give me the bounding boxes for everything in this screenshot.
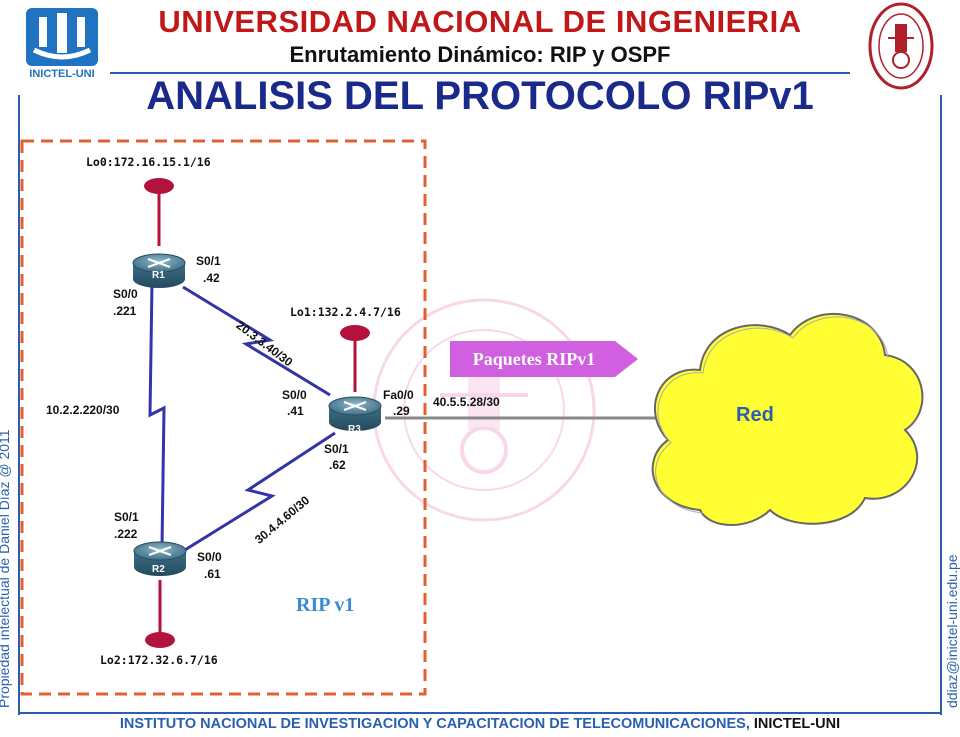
packet-tag-arrow — [450, 341, 638, 377]
left-frame-rule — [18, 95, 20, 715]
network-cloud — [651, 313, 924, 526]
r1-s01-name: S0/1 — [196, 254, 221, 268]
r3-fa00-name: Fa0/0 — [383, 388, 414, 402]
r1-s00-addr: .221 — [113, 304, 137, 318]
router-r3 — [328, 396, 382, 431]
loopback-r3 — [340, 325, 370, 392]
footer-short: INICTEL-UNI — [753, 716, 841, 732]
footer-text: INSTITUTO NACIONAL DE INVESTIGACION Y CA… — [30, 716, 930, 732]
footer-institute: INSTITUTO NACIONAL DE INVESTIGACION Y CA… — [119, 716, 754, 732]
loopback-r1-label: Lo0:172.16.15.1/16 — [86, 155, 211, 169]
loopback-r2 — [145, 580, 175, 648]
r3-s00-addr: .41 — [287, 404, 304, 418]
router-r1 — [132, 253, 186, 288]
r2-s01-addr: .222 — [114, 527, 138, 541]
r2-s00-name: S0/0 — [197, 550, 222, 564]
r3-s00-name: S0/0 — [282, 388, 307, 402]
link-r3-red-label: 40.5.5.28/30 — [433, 395, 500, 409]
loopback-r3-label: Lo1:132.2.4.7/16 — [290, 305, 401, 319]
slide-title: ANALISIS DEL PROTOCOLO RIPv1 — [146, 74, 814, 118]
router-r2 — [133, 541, 187, 576]
r2-s00-addr: .61 — [204, 567, 221, 581]
loopback-r1 — [144, 178, 174, 246]
university-name: UNIVERSIDAD NACIONAL DE INGENIERIA — [158, 4, 802, 39]
header-divider — [110, 72, 850, 74]
inictel-logo-caption: INICTEL-UNI — [29, 68, 95, 80]
uni-seal-logo — [868, 2, 934, 90]
r3-s01-name: S0/1 — [324, 442, 349, 456]
r2-s01-name: S0/1 — [114, 510, 139, 524]
packet-tag-label: Paquetes RIPv1 — [472, 349, 596, 369]
link-r1-r2 — [148, 281, 166, 549]
router-r2-label: R2 — [152, 564, 165, 575]
rip-domain-label: RIP v1 — [296, 594, 355, 616]
right-frame-rule — [940, 95, 942, 715]
footer-divider — [18, 712, 942, 714]
router-r1-label: R1 — [152, 270, 165, 281]
r1-s00-name: S0/0 — [113, 287, 138, 301]
r1-s01-addr: .42 — [203, 271, 220, 285]
router-r3-label: R3 — [348, 424, 361, 435]
course-subtitle: Enrutamiento Dinámico: RIP y OSPF — [289, 42, 671, 67]
cloud-label: Red — [736, 404, 774, 426]
r3-s01-addr: .62 — [329, 458, 346, 472]
rip-domain-boundary — [20, 139, 427, 696]
link-r2-r3 — [179, 431, 336, 555]
inictel-logo: INICTEL-UNI — [26, 8, 98, 84]
r3-fa00-addr: .29 — [393, 404, 410, 418]
link-r1-r3 — [182, 285, 331, 397]
loopback-r2-label: Lo2:172.32.6.7/16 — [100, 653, 218, 667]
link-r1-r2-label: 10.2.2.220/30 — [46, 403, 120, 417]
